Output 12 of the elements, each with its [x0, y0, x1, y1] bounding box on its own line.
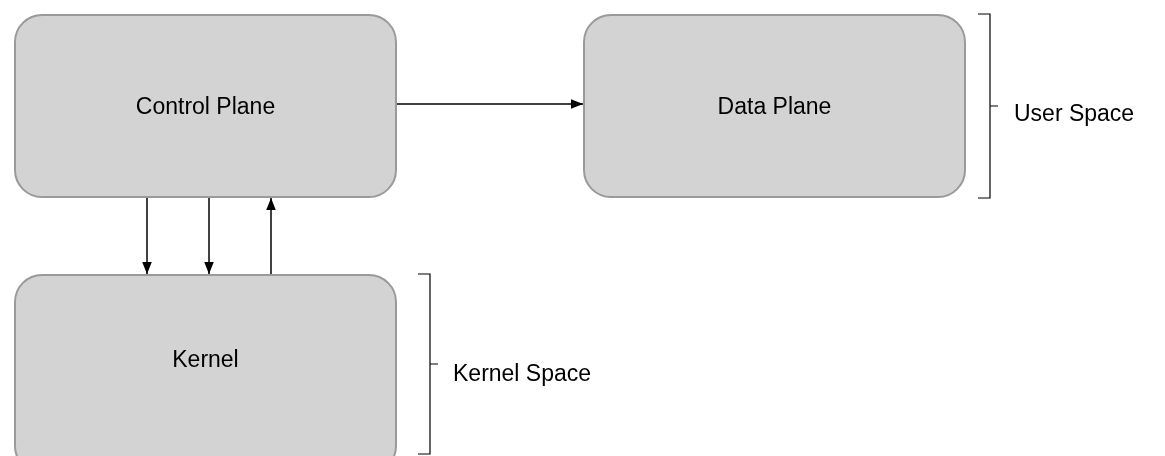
box-label: Control Plane — [135, 91, 276, 121]
arrow — [142, 197, 152, 275]
region-label: Kernel Space — [453, 359, 592, 388]
process-box — [14, 274, 397, 456]
region-label: User Space — [1014, 99, 1135, 128]
arrow — [204, 197, 214, 275]
arrow — [396, 99, 584, 109]
process-box — [583, 14, 966, 198]
process-box — [14, 14, 397, 198]
arrow — [266, 197, 276, 275]
box-label: Kernel — [172, 344, 239, 374]
box-label: Data Plane — [717, 91, 832, 121]
